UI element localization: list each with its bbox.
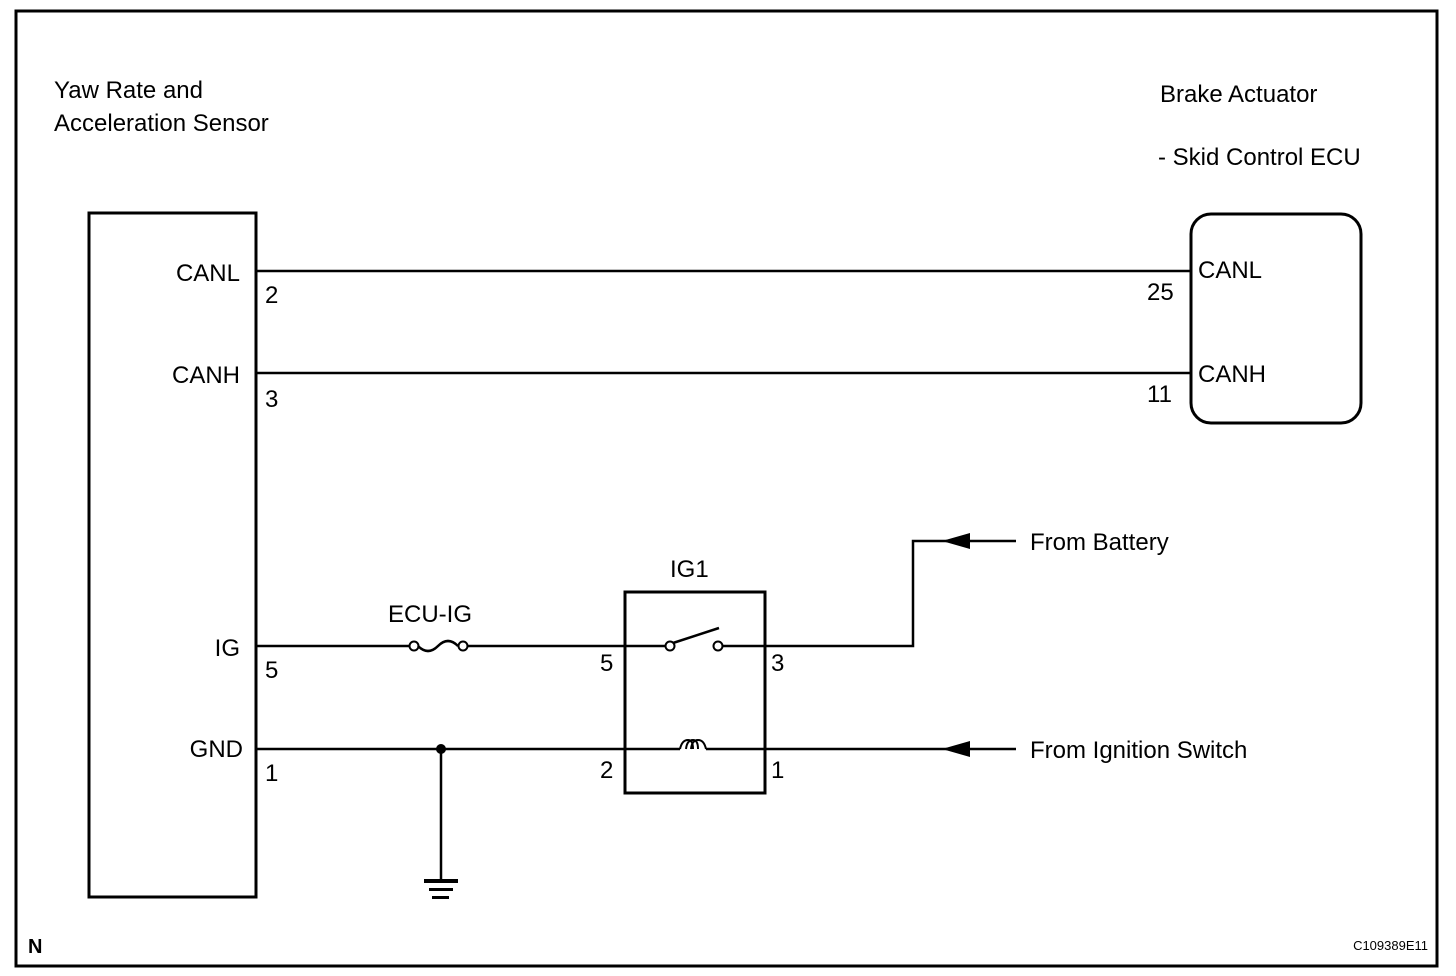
relay-coil-icon (679, 738, 707, 750)
sensor-pin-canh-label: CANH (172, 362, 240, 389)
ground-icon (424, 879, 458, 899)
relay-pin-5: 5 (600, 650, 613, 677)
yaw-rate-sensor-box (87, 211, 258, 899)
ignition-source-label: From Ignition Switch (1030, 737, 1247, 764)
sensor-title-line2: Acceleration Sensor (54, 110, 269, 137)
sensor-pin-canh-number: 3 (265, 386, 278, 413)
relay-pin-3: 3 (771, 650, 784, 677)
ecu-title-line1: Brake Actuator (1160, 81, 1317, 108)
fuse-icon (408, 639, 469, 653)
skid-control-ecu-box (1189, 212, 1363, 425)
corner-mark: N (28, 936, 42, 958)
fuse-label: ECU-IG (388, 601, 472, 628)
sensor-pin-gnd-number: 1 (265, 760, 278, 787)
sensor-title-line1: Yaw Rate and (54, 77, 203, 104)
sensor-pin-gnd-label: GND (190, 736, 243, 763)
relay-pin-1: 1 (771, 757, 784, 784)
battery-source-label: From Battery (1030, 529, 1169, 556)
ig1-relay-box (623, 590, 767, 795)
diagram-frame (14, 9, 1439, 968)
sensor-pin-ig-label: IG (215, 635, 240, 662)
relay-pin-2: 2 (600, 757, 613, 784)
ecu-pin-canl-number: 25 (1147, 279, 1174, 306)
ecu-pin-canl-label: CANL (1198, 257, 1262, 284)
ecu-pin-canh-label: CANH (1198, 361, 1266, 388)
relay-label: IG1 (670, 556, 709, 583)
ecu-title-line2: - Skid Control ECU (1158, 144, 1361, 171)
ignition-arrow-icon (942, 741, 970, 757)
battery-wire (765, 539, 1016, 648)
sensor-pin-canl-number: 2 (265, 282, 278, 309)
sensor-pin-ig-number: 5 (265, 657, 278, 684)
figure-id: C109389E11 (1353, 938, 1428, 953)
battery-arrow-icon (942, 533, 970, 549)
sensor-pin-canl-label: CANL (176, 260, 240, 287)
ecu-pin-canh-number: 11 (1147, 381, 1172, 408)
